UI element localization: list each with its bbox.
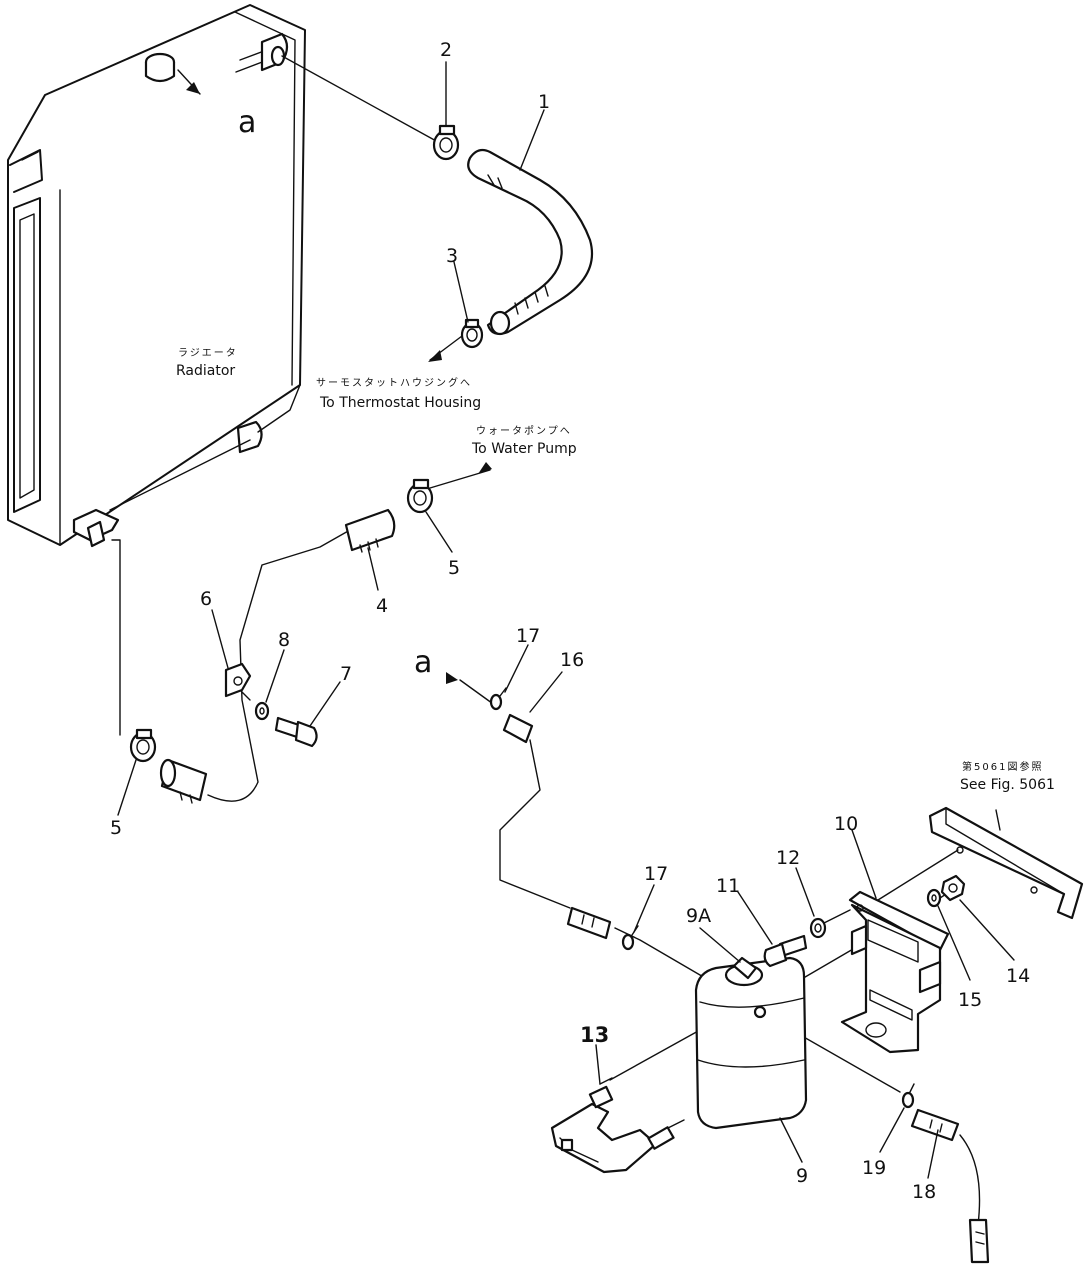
nut-14: [940, 874, 966, 902]
part-number-4: 4: [376, 595, 388, 617]
part-number-5-lower: 5: [110, 817, 122, 839]
water-pump-label: To Water Pump: [471, 441, 577, 457]
hose-4: [344, 508, 396, 553]
callout-leaders: [117, 61, 1015, 1179]
part-numbers: 2 1 3 4 5 5 6 7 8 17 16 17 9A 9 10 11 12…: [110, 39, 1030, 1203]
clamp-5-lower: [129, 728, 157, 763]
part-number-13: 13: [580, 1023, 609, 1047]
radiator-label: Radiator: [176, 363, 235, 379]
lower-hose: [159, 758, 208, 804]
part-number-9: 9: [796, 1165, 808, 1187]
hose-end: [566, 906, 612, 940]
part-number-8: 8: [278, 629, 290, 651]
washer-15: [926, 888, 942, 908]
part-number-17-lower: 17: [644, 863, 668, 885]
washer-12: [809, 917, 827, 939]
upper-hose: [467, 148, 594, 336]
mounting-bracket-10: [840, 890, 950, 1054]
clamp-17-lower: [621, 925, 639, 951]
bolt-11: [763, 934, 808, 968]
part-number-12: 12: [776, 847, 800, 869]
part-number-7: 7: [340, 663, 352, 685]
part-number-5-upper: 5: [448, 557, 460, 579]
part-number-1: 1: [538, 91, 550, 113]
part-number-6: 6: [200, 588, 212, 610]
part-number-18: 18: [912, 1181, 936, 1203]
part-number-9a: 9A: [686, 905, 711, 927]
clamp-17-upper: [489, 687, 507, 711]
direction-arrows: [186, 82, 492, 684]
see-fig-label-jp: 第5061図参照: [962, 760, 1043, 773]
part-number-11: 11: [716, 875, 740, 897]
part-number-17-upper: 17: [516, 625, 540, 647]
thermostat-label-jp: サーモスタットハウジングへ: [316, 376, 472, 389]
part-number-10: 10: [834, 813, 858, 835]
part-number-2: 2: [440, 39, 452, 61]
tank-bracket-13: [550, 1077, 685, 1174]
thermostat-label: To Thermostat Housing: [319, 395, 481, 411]
see-fig-label: See Fig. 5061: [960, 777, 1055, 793]
connection-lines: [109, 55, 981, 1226]
clamp-2: [432, 124, 460, 161]
part-number-15: 15: [958, 989, 982, 1011]
reference-a-top: a: [238, 105, 256, 140]
hose-16: [502, 713, 534, 744]
washer-8: [254, 701, 270, 721]
drain-hose-end: [968, 1218, 990, 1264]
clamp-3: [460, 318, 484, 349]
water-pump-label-jp: ウォータポンプへ: [476, 425, 572, 437]
radiator-label-jp: ラジエータ: [178, 347, 238, 359]
clamp-19: [901, 1083, 915, 1109]
frame-angle: [928, 806, 1084, 920]
part-number-3: 3: [446, 245, 458, 267]
annotations: ラジエータ Radiator サーモスタットハウジングへ To Thermost…: [176, 347, 1055, 793]
part-number-19: 19: [862, 1157, 886, 1179]
bolt-7: [274, 716, 318, 748]
clip-6: [224, 662, 252, 698]
part-number-14: 14: [1006, 965, 1030, 987]
reserve-tank: [694, 956, 808, 1130]
hose-18: [910, 1108, 960, 1142]
reference-a-mid: a: [414, 645, 432, 680]
radiator: [7, 4, 306, 548]
reference-marks: a a: [238, 105, 432, 680]
part-number-16: 16: [560, 649, 584, 671]
clamp-5-upper: [406, 478, 434, 514]
